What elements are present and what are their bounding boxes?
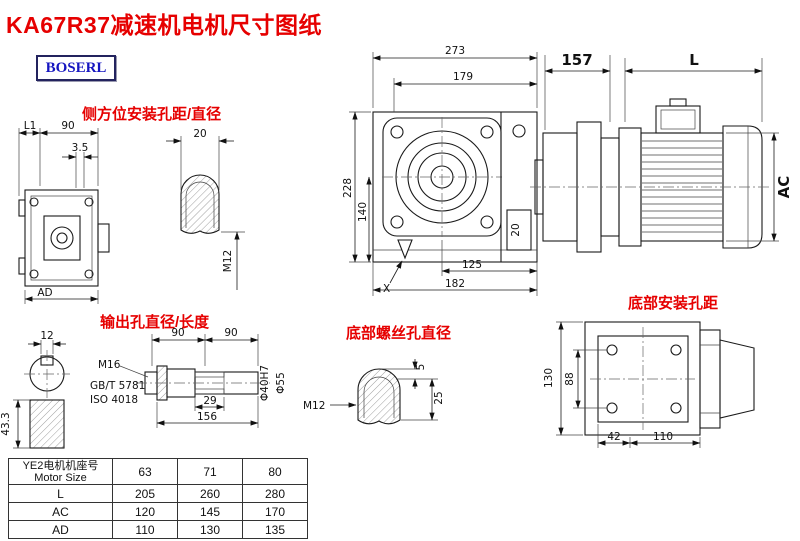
dim-20-hole: 20 <box>193 128 206 140</box>
dim-130: 130 <box>543 368 555 388</box>
dim-179: 179 <box>453 71 473 83</box>
dim-20-main: 20 <box>510 223 522 236</box>
std-gbt: GB/T 5781 <box>90 380 145 392</box>
dim-273: 273 <box>445 45 465 57</box>
dim-90-side: 90 <box>61 120 74 132</box>
dim-5: 5 <box>415 364 427 371</box>
dim-phi40: Φ40H7 <box>259 365 271 401</box>
view-bottom-screw: M12 5 25 <box>303 359 445 425</box>
table-cell: 120 <box>112 502 178 521</box>
dim-43-3: 43.3 <box>0 412 12 435</box>
dim-m16: M16 <box>98 359 121 371</box>
label-output-hole: 输出孔直径/长度 <box>100 314 210 331</box>
brand-logo: BOSERL <box>36 55 116 81</box>
table-header-cn: YE2电机机座号 <box>22 459 99 472</box>
dim-90b: 90 <box>224 327 237 339</box>
dim-110: 110 <box>653 431 673 443</box>
dim-42: 42 <box>607 431 620 443</box>
dim-25: 25 <box>433 391 445 404</box>
motor-size-table: YE2电机机座号 Motor Size 63 71 80 L 205 260 2… <box>8 458 308 539</box>
table-header-cell: YE2电机机座号 Motor Size <box>8 458 113 485</box>
view-side-mount: L1 90 3.5 AD <box>18 120 110 304</box>
dim-228: 228 <box>342 178 354 198</box>
dim-156: 156 <box>197 411 217 423</box>
dim-phi55: Φ55 <box>275 372 287 394</box>
table-col-71: 71 <box>177 458 243 485</box>
row-label: AC <box>8 502 113 521</box>
table-col-63: 63 <box>112 458 178 485</box>
dim-x: X <box>383 283 390 295</box>
dim-140: 140 <box>357 202 369 222</box>
dim-182: 182 <box>445 278 465 290</box>
table-cell: 110 <box>112 520 178 539</box>
table-header-en: Motor Size <box>34 471 87 484</box>
table-cell: 280 <box>242 484 308 503</box>
row-label: L <box>8 484 113 503</box>
dim-88: 88 <box>564 372 576 385</box>
view-main: 20 X 273 179 228 140 125 <box>342 45 538 296</box>
table-cell: 145 <box>177 502 243 521</box>
std-iso: ISO 4018 <box>90 394 138 406</box>
view-motor: 157 L AC <box>530 51 793 253</box>
dim-90a: 90 <box>171 327 184 339</box>
dim-l1: L1 <box>24 120 37 132</box>
view-shaft: 90 90 M16 GB/T 5781 ISO 4018 29 156 Φ40H… <box>90 327 287 428</box>
view-bottom-mount: 130 88 42 110 <box>543 321 755 448</box>
table-cell: 205 <box>112 484 178 503</box>
table-col-80: 80 <box>242 458 308 485</box>
dim-l: L <box>689 51 699 69</box>
view-side-hole: 20 M12 <box>166 128 245 290</box>
dim-ad: AD <box>37 287 52 299</box>
dim-29: 29 <box>203 395 216 407</box>
label-bottom-screw: 底部螺丝孔直径 <box>346 325 452 342</box>
dim-157: 157 <box>561 51 592 69</box>
table-row-ad: AD 110 130 135 <box>8 520 308 539</box>
table-cell: 260 <box>177 484 243 503</box>
label-bottom-mount: 底部安装孔距 <box>628 295 719 312</box>
dim-ac: AC <box>775 176 793 199</box>
dim-12: 12 <box>40 330 53 342</box>
table-header-row: YE2电机机座号 Motor Size 63 71 80 <box>8 458 308 485</box>
table-cell: 130 <box>177 520 243 539</box>
dim-m12-side: M12 <box>222 250 234 272</box>
label-side-mount: 侧方位安装孔距/直径 <box>82 106 222 123</box>
dim-3-5: 3.5 <box>72 142 89 154</box>
view-shaft-end: 12 43.3 <box>0 330 70 449</box>
dim-125: 125 <box>462 259 482 271</box>
table-row-l: L 205 260 280 <box>8 484 308 503</box>
table-row-ac: AC 120 145 170 <box>8 502 308 521</box>
page-title: KA67R37减速机电机尺寸图纸 <box>6 12 322 38</box>
table-cell: 170 <box>242 502 308 521</box>
dim-m12-bottom: M12 <box>303 400 325 412</box>
row-label: AD <box>8 520 113 539</box>
table-cell: 135 <box>242 520 308 539</box>
brand-logo-text: BOSERL <box>45 59 107 76</box>
